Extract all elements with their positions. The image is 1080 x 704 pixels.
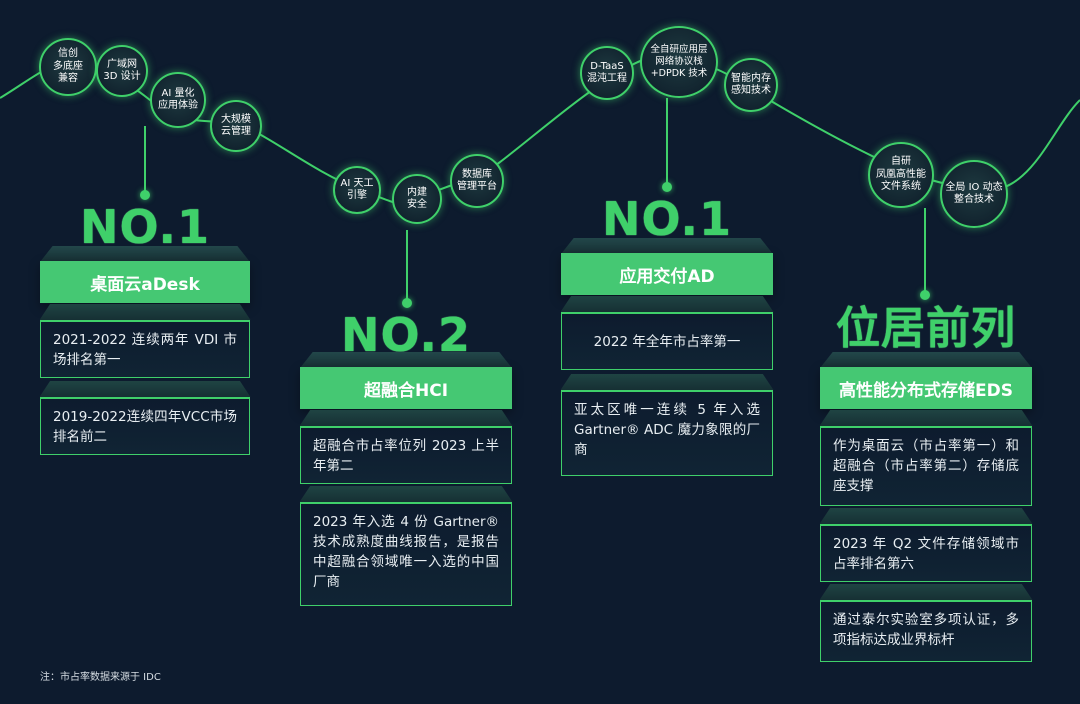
footnote: 注：市占率数据来源于 IDC xyxy=(40,672,161,683)
card-text: 超融合市占率位列 2023 上半年第二 xyxy=(313,438,499,474)
product-plate: 桌面云aDesk xyxy=(40,261,250,303)
node-text: 内建安全 xyxy=(407,186,427,211)
plate-bevel xyxy=(40,246,250,262)
info-card: 2022 年全年市占率第一 xyxy=(560,296,774,370)
node-text: 全局 IO 动态整合技术 xyxy=(945,181,1003,206)
card-text: 2023 年入选 4 份 Gartner® 技术成熟度曲线报告，是报告中超融合领… xyxy=(313,514,499,590)
node-phoenix-fs: 自研凤凰高性能文件系统 xyxy=(868,142,934,208)
card-text: 作为桌面云（市占率第一）和超融合（市占率第二）存储底座支撑 xyxy=(833,438,1019,494)
stem-dot xyxy=(402,298,412,308)
plate-bevel xyxy=(820,352,1032,368)
node-text: 数据库管理平台 xyxy=(457,168,497,193)
stem-dot xyxy=(140,190,150,200)
node-ai-engine: AI 天工引擎 xyxy=(333,166,381,214)
stem-hci xyxy=(406,230,408,300)
card-text: 2019-2022连续四年VCC市场排名前二 xyxy=(53,409,237,445)
stem-ad xyxy=(666,98,668,186)
plate-bevel xyxy=(561,238,773,254)
plate-bevel xyxy=(300,352,512,368)
node-protocol-stack: 全自研应用层网络协议栈+DPDK 技术 xyxy=(640,26,718,98)
rank-label: NO.2 xyxy=(340,308,472,362)
card-text: 2022 年全年市占率第一 xyxy=(593,334,741,350)
info-card: 2023 年 Q2 文件存储领域市占率排名第六 xyxy=(819,508,1033,582)
node-global-io: 全局 IO 动态整合技术 xyxy=(940,160,1008,228)
node-ai-quant: AI 量化应用体验 xyxy=(150,72,206,128)
stem-dot xyxy=(662,182,672,192)
node-text: 大规模云管理 xyxy=(221,113,251,138)
card-text: 通过泰尔实验室多项认证，多项指标达成业界标杆 xyxy=(833,612,1019,648)
node-cloud-mgmt: 大规模云管理 xyxy=(210,100,262,152)
rank-label: NO.1 xyxy=(601,192,733,246)
stem-eds xyxy=(924,208,926,292)
node-smart-memory: 智能内存感知技术 xyxy=(724,58,778,112)
info-card: 2019-2022连续四年VCC市场排名前二 xyxy=(39,381,251,455)
node-text: 信创多底座兼容 xyxy=(53,48,83,85)
info-card: 超融合市占率位列 2023 上半年第二 xyxy=(299,410,513,484)
info-card: 2021-2022 连续两年 VDI 市场排名第一 xyxy=(39,304,251,378)
node-builtin-security: 内建安全 xyxy=(392,174,442,224)
node-text: 全自研应用层网络协议栈+DPDK 技术 xyxy=(650,44,708,79)
rank-label: NO.1 xyxy=(79,200,211,254)
node-db-platform: 数据库管理平台 xyxy=(450,154,504,208)
info-card: 通过泰尔实验室多项认证，多项指标达成业界标杆 xyxy=(819,584,1033,662)
card-text: 2023 年 Q2 文件存储领域市占率排名第六 xyxy=(833,536,1019,572)
node-text: 智能内存感知技术 xyxy=(731,72,771,97)
node-text: 自研凤凰高性能文件系统 xyxy=(876,156,926,193)
card-text: 2021-2022 连续两年 VDI 市场排名第一 xyxy=(53,332,237,368)
info-card: 亚太区唯一连续 5 年入选 Gartner® ADC 魔力象限的厂商 xyxy=(560,374,774,476)
product-plate: 超融合HCI xyxy=(300,367,512,409)
product-plate: 应用交付AD xyxy=(561,253,773,295)
node-xinchuang: 信创多底座兼容 xyxy=(39,38,97,96)
rank-label: 位居前列 xyxy=(836,303,1016,354)
card-text: 亚太区唯一连续 5 年入选 Gartner® ADC 魔力象限的厂商 xyxy=(574,402,760,458)
node-text: AI 天工引擎 xyxy=(340,177,374,202)
info-card: 作为桌面云（市占率第一）和超融合（市占率第二）存储底座支撑 xyxy=(819,410,1033,506)
stem-adesk xyxy=(144,126,146,194)
stem-dot xyxy=(920,290,930,300)
info-card: 2023 年入选 4 份 Gartner® 技术成熟度曲线报告，是报告中超融合领… xyxy=(299,486,513,606)
product-plate: 高性能分布式存储EDS xyxy=(820,367,1032,409)
node-text: AI 量化应用体验 xyxy=(158,87,198,112)
